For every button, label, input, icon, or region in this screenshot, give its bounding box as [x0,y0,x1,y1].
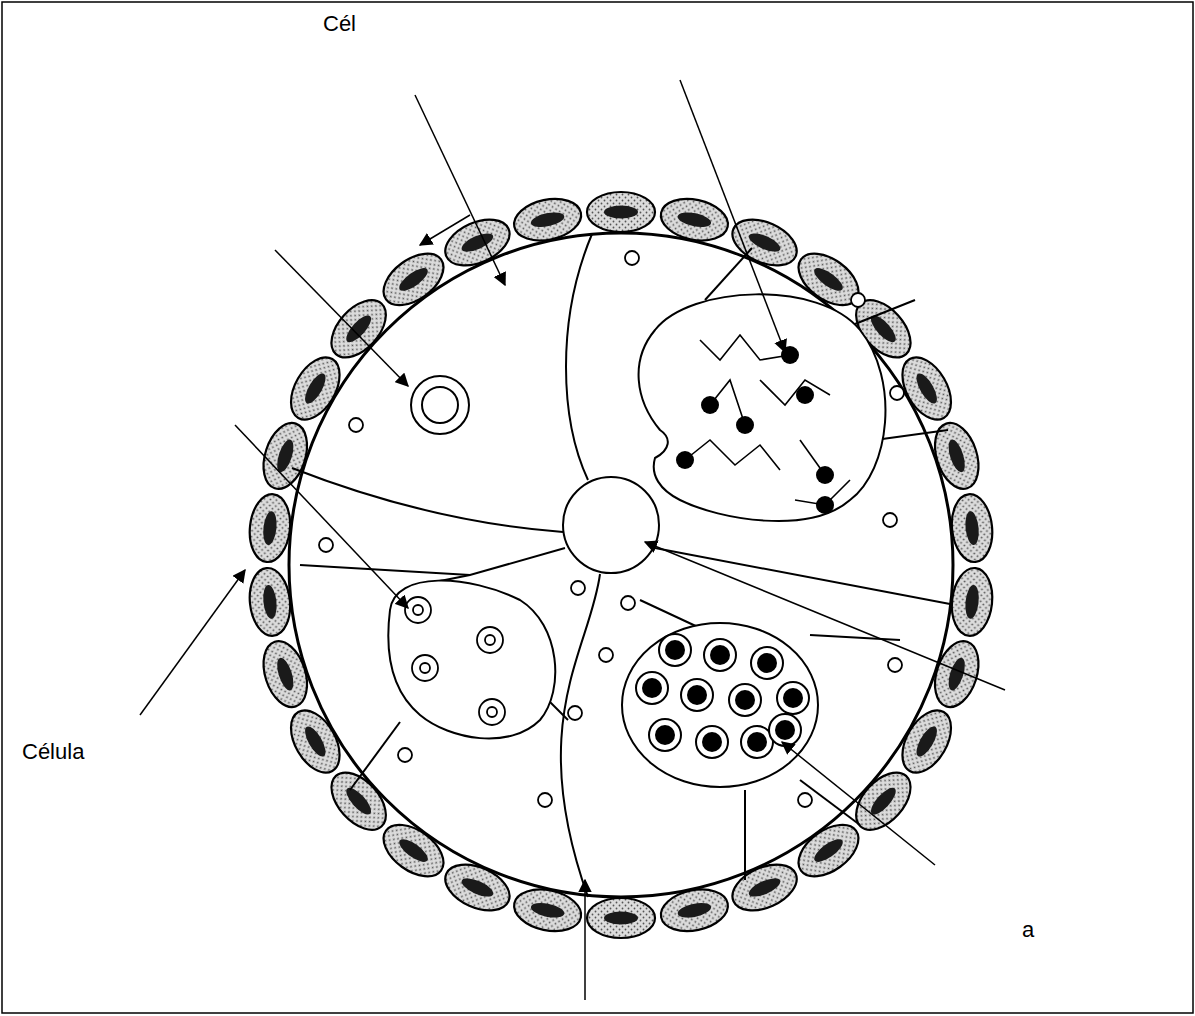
vacuoles [319,251,904,807]
cell-wall [705,248,752,300]
cell-wall [744,790,746,880]
cell-wall [566,234,592,480]
cell-wall [300,548,565,575]
follicle-cell [949,566,996,638]
cell-walls [292,234,950,897]
leader-line [235,425,408,608]
chromosomes [685,335,850,505]
leader-line [645,542,1005,690]
part-label: Célula [22,740,84,764]
follicle-cell [587,192,655,232]
nucleus [622,623,818,787]
follicle-cell [246,566,293,638]
leader-lines [140,80,1005,1000]
leader-line [140,570,245,715]
cell-wall [655,548,950,604]
dark-nuclei [636,634,809,758]
leader-line [584,880,586,1000]
leader-line [415,95,505,285]
cell-wall [640,600,700,628]
cell-wall [292,468,563,532]
basement-membrane [289,233,953,897]
follicle-cell [949,492,996,564]
part-label: a [1022,918,1034,942]
cell-wall [548,700,568,720]
leader-line [680,80,785,352]
cell-wall [350,722,400,790]
follicle-cell [246,492,293,564]
nucleus [411,376,469,434]
nucleus [639,294,886,521]
cell-wall [561,574,600,897]
leader-line [420,215,470,245]
cell-wall [875,430,948,440]
part-label: Cél [323,12,356,36]
nucleolus [422,387,458,423]
cell-wall [810,635,900,640]
nucleus [388,581,555,739]
chromosome-dots [676,346,834,514]
leader-line [275,250,408,386]
follicle-cell [587,898,655,938]
follicle-cell-ring [246,192,995,938]
central-vesicle [563,477,659,573]
small-nuclei [405,597,505,725]
leader-line [782,742,935,865]
